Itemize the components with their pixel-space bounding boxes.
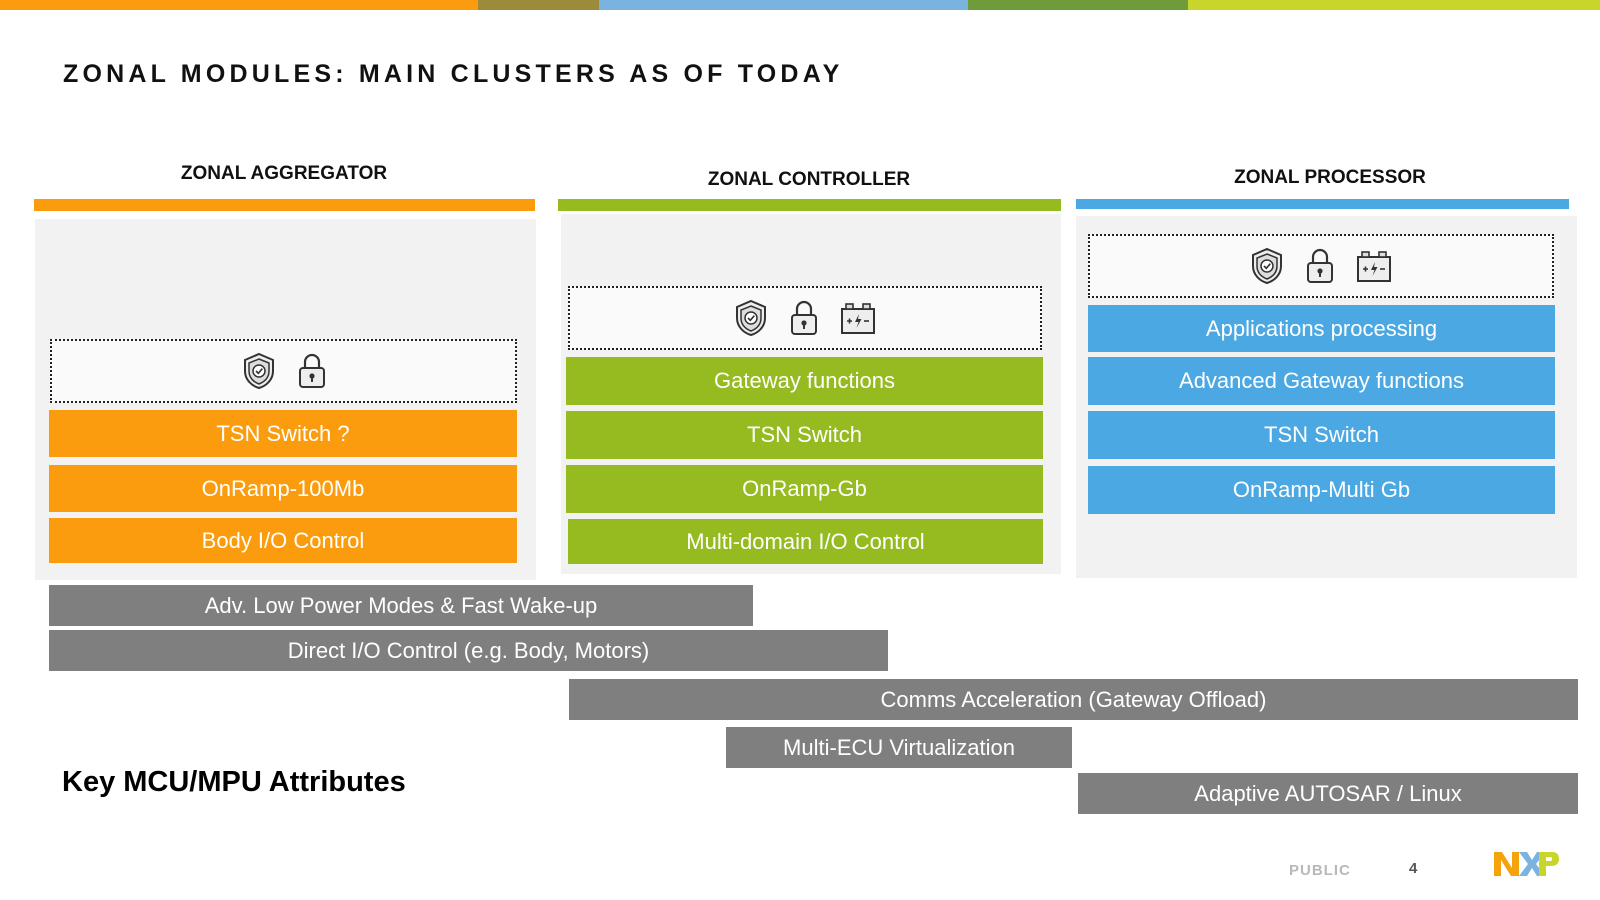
padlock-icon bbox=[1305, 247, 1335, 285]
attributes-heading: Key MCU/MPU Attributes bbox=[62, 766, 406, 798]
padlock-icon bbox=[297, 352, 327, 390]
controller-heading: ZONAL CONTROLLER bbox=[707, 169, 911, 190]
controller-block-gateway: Gateway functions bbox=[566, 357, 1043, 405]
top-bar-olive bbox=[478, 0, 599, 10]
processor-block-tsn-switch: TSN Switch bbox=[1088, 411, 1555, 459]
aggregator-heading: ZONAL AGGREGATOR bbox=[180, 163, 388, 184]
battery-icon bbox=[1355, 248, 1393, 284]
attribute-bar-direct-io: Direct I/O Control (e.g. Body, Motors) bbox=[49, 630, 888, 671]
attribute-bar-virtualization: Multi-ECU Virtualization bbox=[726, 727, 1072, 768]
top-bar-light-blue bbox=[599, 0, 968, 10]
processor-security-box bbox=[1088, 234, 1554, 298]
processor-block-applications: Applications processing bbox=[1088, 305, 1555, 352]
classification-label: PUBLIC bbox=[1289, 862, 1351, 879]
shield-check-icon bbox=[241, 351, 277, 391]
shield-check-icon bbox=[1249, 246, 1285, 286]
attribute-bar-autosar-linux: Adaptive AUTOSAR / Linux bbox=[1078, 773, 1578, 814]
processor-rule bbox=[1076, 199, 1569, 209]
shield-check-icon bbox=[733, 298, 769, 338]
top-bar-dark-green bbox=[968, 0, 1188, 10]
aggregator-security-box bbox=[50, 339, 517, 403]
aggregator-block-onramp: OnRamp-100Mb bbox=[49, 465, 517, 512]
nxp-logo bbox=[1492, 848, 1560, 880]
controller-block-onramp: OnRamp-Gb bbox=[566, 465, 1043, 513]
aggregator-block-body-io: Body I/O Control bbox=[49, 518, 517, 563]
page-number: 4 bbox=[1409, 860, 1418, 877]
controller-block-multi-domain-io: Multi-domain I/O Control bbox=[568, 519, 1043, 564]
attribute-bar-low-power: Adv. Low Power Modes & Fast Wake-up bbox=[49, 585, 753, 626]
controller-security-box bbox=[568, 286, 1042, 350]
top-bar-lime bbox=[1188, 0, 1600, 10]
processor-block-advanced-gateway: Advanced Gateway functions bbox=[1088, 357, 1555, 405]
controller-block-tsn-switch: TSN Switch bbox=[566, 411, 1043, 459]
aggregator-rule bbox=[34, 199, 535, 211]
processor-heading: ZONAL PROCESSOR bbox=[1234, 167, 1426, 188]
attribute-bar-comms-acceleration: Comms Acceleration (Gateway Offload) bbox=[569, 679, 1578, 720]
slide-title: ZONAL MODULES: MAIN CLUSTERS AS OF TODAY bbox=[63, 60, 844, 88]
battery-icon bbox=[839, 300, 877, 336]
padlock-icon bbox=[789, 299, 819, 337]
controller-rule bbox=[558, 199, 1061, 211]
processor-block-onramp: OnRamp-Multi Gb bbox=[1088, 466, 1555, 514]
top-bar-orange bbox=[0, 0, 478, 10]
aggregator-block-tsn-switch: TSN Switch ? bbox=[49, 410, 517, 457]
